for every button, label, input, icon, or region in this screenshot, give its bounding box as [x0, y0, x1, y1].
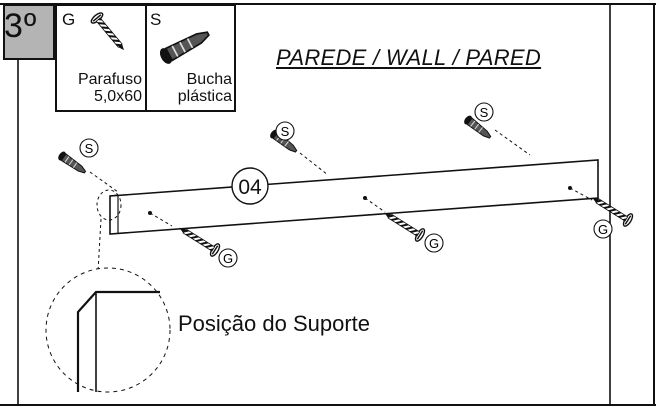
screw-marker-label: G [223, 251, 233, 266]
screw-marker-label: G [598, 222, 608, 237]
plug-marker-2: S [275, 121, 295, 141]
detail-caption: Posição do Suporte [178, 311, 371, 336]
plug-marker-label: S [480, 105, 489, 120]
screw-marker-label: G [429, 236, 439, 251]
support-detail [45, 189, 171, 393]
parts-divider [145, 4, 147, 112]
wall-title: PAREDE / WALL / PARED [276, 45, 542, 70]
board-label: 04 [238, 176, 262, 199]
mount-holes [148, 186, 572, 215]
screw-marker-1: G [218, 248, 238, 268]
shelf-board [109, 159, 599, 235]
plug-marker-label: S [85, 141, 94, 156]
plug-marker-1: S [79, 138, 99, 158]
plug-marker-label: S [281, 124, 290, 139]
part-code-screw: G [62, 10, 76, 29]
plug-marker-3: S [474, 102, 494, 122]
part-name-plug-2: plástica [177, 88, 232, 105]
step-number: 3º [4, 7, 38, 45]
part-code-plug: S [150, 10, 162, 29]
plug-guides [89, 129, 531, 193]
part-name-screw: Parafuso [77, 71, 142, 88]
step-number-box [3, 4, 55, 60]
screw-guides [149, 187, 593, 227]
screw-marker-3: G [593, 219, 613, 239]
part-name-plug: Bucha [186, 71, 232, 88]
screw-marker-2: G [424, 233, 444, 253]
board-label-marker: 04 [231, 167, 269, 205]
part-size-screw: 5,0x60 [93, 88, 142, 105]
